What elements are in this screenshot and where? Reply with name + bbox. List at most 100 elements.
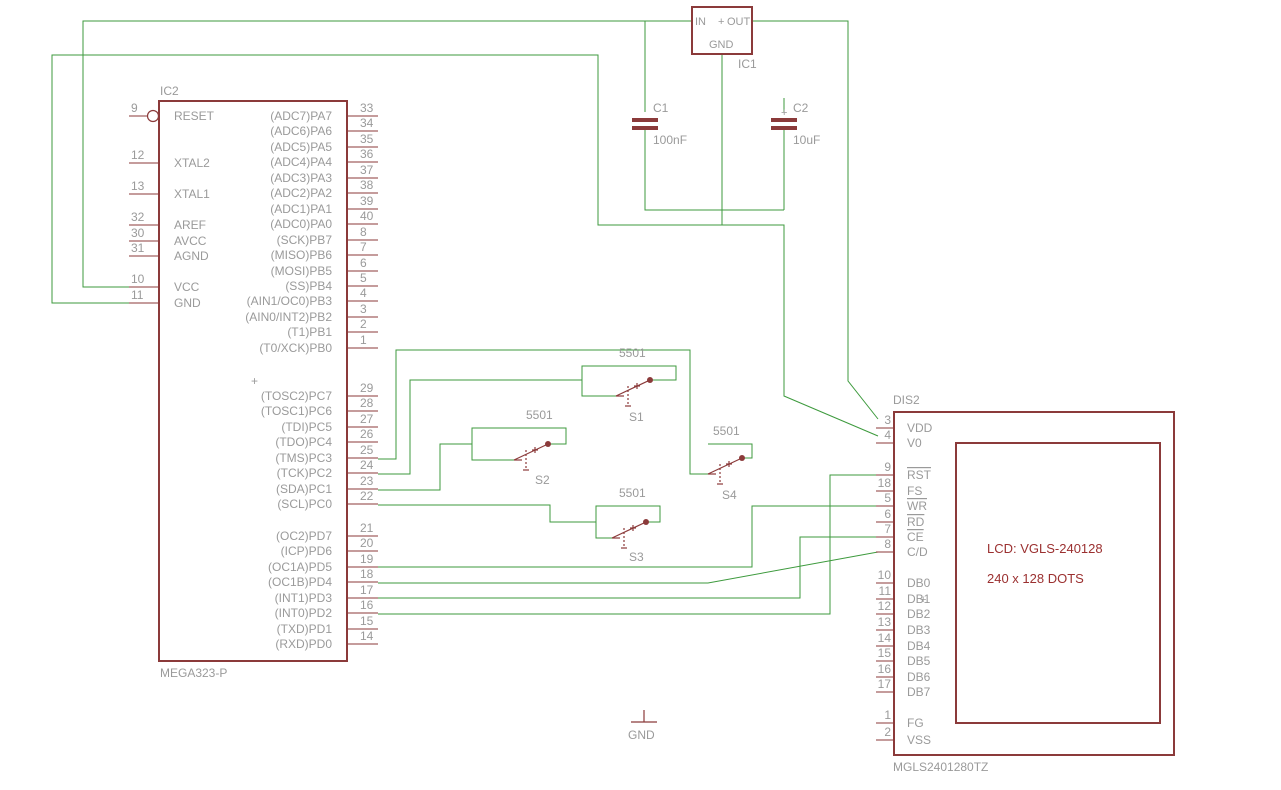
ic1-regulator[interactable]: IN OUT + GND IC1 bbox=[691, 6, 757, 71]
ic2-pin-name: (TDI)PC5 bbox=[281, 420, 332, 434]
switch-name: S2 bbox=[535, 473, 550, 487]
c1-plate-top bbox=[632, 118, 658, 122]
ic2-pin-name: XTAL1 bbox=[174, 187, 210, 201]
dis2-pin-number: 12 bbox=[878, 599, 892, 613]
dis2-lcd-module[interactable]: DIS2 LCD: VGLS-240128 240 x 128 DOTS MGL… bbox=[876, 393, 1175, 774]
capacitor-c1[interactable]: C1 100nF bbox=[632, 101, 687, 147]
ic2-pin-number: 25 bbox=[360, 443, 374, 457]
ic1-name: IC1 bbox=[738, 57, 757, 71]
c1-name: C1 bbox=[653, 101, 669, 115]
ic2-pin-name: (SDA)PC1 bbox=[276, 482, 332, 496]
ic1-pin-gnd: GND bbox=[709, 39, 734, 51]
ic2-pin-name: (SCL)PC0 bbox=[277, 497, 332, 511]
ic2-pin-name: (AIN0/INT2)PB2 bbox=[245, 310, 332, 324]
ic2-pin-number: 16 bbox=[360, 598, 374, 612]
ic2-pin-number: 24 bbox=[360, 458, 374, 472]
c2-name: C2 bbox=[793, 101, 809, 115]
ic2-pin-number: 14 bbox=[360, 629, 374, 643]
dis2-pin-number: 6 bbox=[884, 507, 891, 521]
ic2-pin-name: (ADC5)PA5 bbox=[270, 140, 332, 154]
ic2-pin-name: (OC2)PD7 bbox=[276, 529, 332, 543]
dis2-pin-name: DB1 bbox=[907, 592, 931, 606]
capacitor-c2[interactable]: + C2 10uF bbox=[771, 101, 820, 147]
ic2-pin-number: 10 bbox=[131, 272, 145, 286]
ic2-pin-number: 32 bbox=[131, 210, 145, 224]
ic2-pin-name: (RXD)PD0 bbox=[275, 637, 332, 651]
ic2-pin-name: (ADC1)PA1 bbox=[270, 202, 332, 216]
dis2-pin-name: CE bbox=[907, 530, 924, 544]
ic2-pin-name: (AIN1/OC0)PB3 bbox=[247, 294, 333, 308]
ic2-pin-name: (MOSI)PB5 bbox=[271, 264, 333, 278]
dis2-pin-number: 17 bbox=[878, 677, 892, 691]
ic2-pin-name: GND bbox=[174, 296, 201, 310]
wire-pd2-rst bbox=[378, 474, 878, 615]
dis2-value: MGLS2401280TZ bbox=[893, 760, 988, 774]
ic2-origin-marker: + bbox=[251, 374, 258, 388]
ic2-pin-number: 5 bbox=[360, 271, 367, 285]
c1-plate-bottom bbox=[632, 126, 658, 130]
ic2-pin-number: 18 bbox=[360, 567, 374, 581]
c2-plate-top bbox=[771, 118, 797, 122]
c1-value: 100nF bbox=[653, 133, 687, 147]
dis2-pin-name: DB2 bbox=[907, 607, 931, 621]
dis2-pin-name: FS bbox=[907, 484, 922, 498]
ic2-pin-number: 13 bbox=[131, 179, 145, 193]
switch-lever bbox=[707, 457, 743, 475]
wire-pd3-ce bbox=[378, 536, 878, 599]
ic2-mega323[interactable]: IC2 MEGA323-P 9RESET12XTAL213XTAL132AREF… bbox=[129, 84, 378, 680]
ic2-body bbox=[158, 100, 348, 662]
wire-pc1-s2 bbox=[378, 443, 514, 491]
ic2-pin-name: (TMS)PC3 bbox=[275, 451, 332, 465]
c2-value: 10uF bbox=[793, 133, 820, 147]
dis2-pin-name: WR bbox=[907, 499, 927, 513]
ic2-left-pins: 9RESET12XTAL213XTAL132AREF30AVCC31AGND10… bbox=[129, 101, 215, 310]
dis2-origin-marker: + bbox=[920, 594, 926, 606]
wire-pc3-s4 bbox=[378, 349, 708, 475]
ic2-pin-name: (ADC7)PA7 bbox=[270, 109, 332, 123]
ic2-pin-number: 40 bbox=[360, 209, 374, 223]
switch-lever bbox=[615, 379, 651, 397]
ic2-pin-number: 31 bbox=[131, 241, 145, 255]
dis2-pin-name: V0 bbox=[907, 436, 922, 450]
dis2-pin-number: 5 bbox=[884, 491, 891, 505]
ic2-name: IC2 bbox=[160, 84, 179, 98]
wire-s4-loop bbox=[708, 443, 753, 459]
switch-value: 5501 bbox=[619, 346, 646, 360]
wire-gnd bbox=[51, 54, 879, 437]
dis2-pin-name: DB3 bbox=[907, 623, 931, 637]
ic2-pin-number: 35 bbox=[360, 132, 374, 146]
ic2-pin-number: 38 bbox=[360, 178, 374, 192]
dis2-pin-name: DB6 bbox=[907, 670, 931, 684]
ic2-pin-name: (TXD)PD1 bbox=[277, 622, 333, 636]
ic2-pin-name: RESET bbox=[174, 109, 215, 123]
gnd-symbol[interactable]: GND bbox=[628, 710, 657, 742]
switch-name: S1 bbox=[629, 410, 644, 424]
ic2-pin-number: 8 bbox=[360, 225, 367, 239]
ic2-pin-number: 19 bbox=[360, 552, 374, 566]
ic2-pin-number: 29 bbox=[360, 381, 374, 395]
ic2-pin-name: (ADC2)PA2 bbox=[270, 186, 332, 200]
dis2-pin-number: 18 bbox=[878, 476, 892, 490]
ic1-origin-marker: + bbox=[718, 16, 724, 28]
switch-name: S3 bbox=[629, 550, 644, 564]
ic2-pin-name: (T1)PB1 bbox=[287, 325, 332, 339]
dis2-pin-number: 16 bbox=[878, 662, 892, 676]
wire-pc2-s1 bbox=[378, 379, 616, 475]
dis2-pin-name: FG bbox=[907, 716, 924, 730]
ic2-pin-number: 30 bbox=[131, 226, 145, 240]
ic2-pin-name: (OC1A)PD5 bbox=[268, 560, 332, 574]
ic2-pin-number: 9 bbox=[131, 101, 138, 115]
dis2-name: DIS2 bbox=[893, 393, 920, 407]
dis2-pin-name: RD bbox=[907, 515, 925, 529]
ic2-pin-name: (TCK)PC2 bbox=[277, 466, 333, 480]
wire-pd5-wr bbox=[378, 505, 878, 568]
ic2-reset-inversion-bubble bbox=[146, 109, 160, 123]
ic2-pin-number: 7 bbox=[360, 240, 367, 254]
switch-contact bbox=[545, 441, 551, 447]
